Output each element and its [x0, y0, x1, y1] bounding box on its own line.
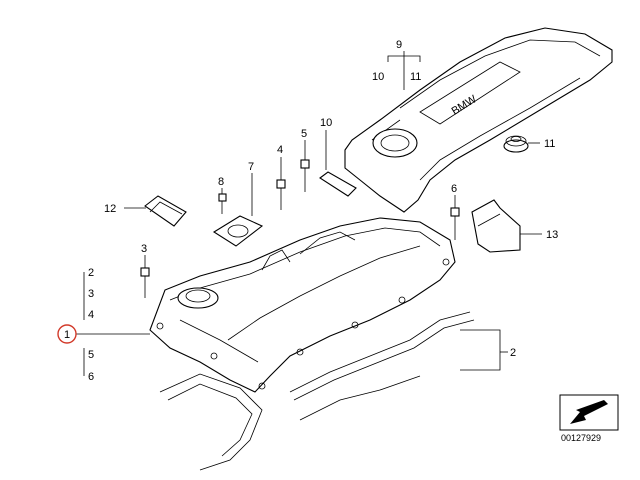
callout-7: 7	[248, 161, 254, 173]
callout-9: 9	[396, 39, 402, 51]
callout-13: 13	[546, 229, 558, 241]
reference-number: 00127929	[561, 433, 601, 443]
leader-lines	[76, 51, 542, 376]
gasket	[159, 311, 475, 471]
callout-1: 1	[64, 329, 70, 341]
flange-seal	[212, 215, 264, 247]
callout-labels: 9 10 11 11 10 5 4 7 8 12 3 6 13 2 3 4 1 …	[64, 39, 558, 383]
valve-cover	[149, 217, 456, 393]
callout-11: 11	[544, 138, 555, 150]
engine-cover: BMW	[344, 27, 613, 213]
orientation-arrow-box	[559, 394, 619, 431]
callout-5-top: 5	[301, 128, 307, 140]
grommet	[503, 135, 529, 153]
callout-10: 10	[320, 117, 332, 129]
callout-4-left: 4	[88, 309, 94, 321]
callout-4-top: 4	[277, 144, 283, 156]
callout-8: 8	[218, 176, 224, 188]
foam-strip	[319, 171, 357, 197]
callout-10-top: 10	[372, 71, 384, 83]
callout-5-left: 5	[88, 349, 94, 361]
callout-12: 12	[104, 203, 116, 215]
callout-3-left: 3	[88, 288, 94, 300]
callout-3-top: 3	[141, 243, 147, 255]
seal-block	[144, 195, 187, 227]
callout-6-top: 6	[451, 183, 457, 195]
arrow-icon	[570, 400, 608, 424]
callout-11-top: 11	[410, 71, 421, 83]
callout-2-left: 2	[88, 267, 94, 279]
callout-2-right: 2	[510, 347, 516, 359]
sensor-bracket	[471, 199, 521, 253]
callout-6-left: 6	[88, 371, 94, 383]
highlight-ring	[57, 324, 77, 344]
